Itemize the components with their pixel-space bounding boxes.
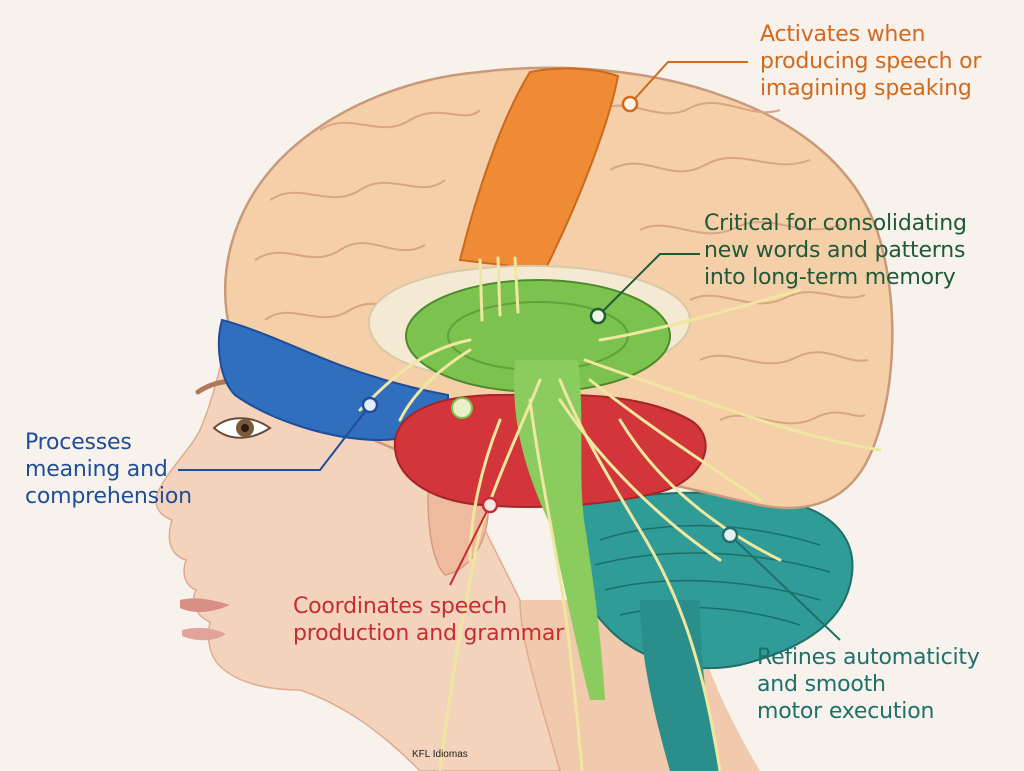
- motor-callout-line-1: Activates when: [760, 22, 926, 47]
- orange-callout-dot-icon: [621, 95, 639, 113]
- motor-callout-line-2: producing speech or: [760, 48, 982, 74]
- brainstem: [640, 600, 720, 771]
- meaning-leader-line: [178, 404, 371, 471]
- motor-callout-line-3: imagining speaking: [760, 75, 972, 101]
- motor-leader-line: [629, 61, 748, 105]
- lips: [180, 598, 230, 612]
- memory-callout-line-2: new words and patterns: [704, 237, 966, 263]
- automaticity-callout-line-3: motor execution: [757, 698, 935, 724]
- motor-callout-label: Activates when producing speech or imagi…: [760, 22, 981, 102]
- memory-callout-label: Critical for consolidating new words and…: [704, 211, 967, 291]
- cerebellum-folds: [594, 524, 831, 626]
- speech-callout-line-2: production and grammar: [293, 620, 564, 646]
- small-nucleus: [451, 397, 473, 419]
- automaticity-leader-line: [729, 534, 841, 641]
- automaticity-callout-line-2: and smooth: [757, 671, 886, 697]
- meaning-callout-line-3: comprehension: [25, 483, 192, 509]
- speech-callout-label: Coordinates speech production and gramma…: [293, 594, 564, 648]
- motor-cortex-strip: [458, 67, 620, 272]
- meaning-callout-line-1: Processes: [25, 430, 132, 455]
- red-callout-dot-icon: [481, 496, 499, 514]
- memory-leader-line: [597, 253, 700, 317]
- automaticity-callout-label: Refines automaticity and smooth motor ex…: [757, 645, 980, 725]
- memory-callout-line-1: Critical for consolidating: [704, 211, 967, 236]
- teal-callout-dot-icon: [721, 526, 739, 544]
- speech-callout-line-1: Coordinates speech: [293, 594, 507, 619]
- green-callout-dot-icon: [589, 307, 607, 325]
- blue-callout-dot-icon: [361, 396, 379, 414]
- lower-lip: [182, 627, 226, 641]
- meaning-callout-line-2: meaning and: [25, 456, 168, 482]
- meaning-callout-label: Processes meaning and comprehension: [25, 430, 192, 510]
- memory-callout-line-3: into long-term memory: [704, 264, 956, 290]
- credit-text: KFL Idiomas: [412, 749, 468, 760]
- automaticity-callout-line-1: Refines automaticity: [757, 645, 980, 670]
- speech-leader-line: [449, 504, 491, 586]
- eye: [212, 417, 272, 439]
- cortex-gyri: [254, 102, 869, 425]
